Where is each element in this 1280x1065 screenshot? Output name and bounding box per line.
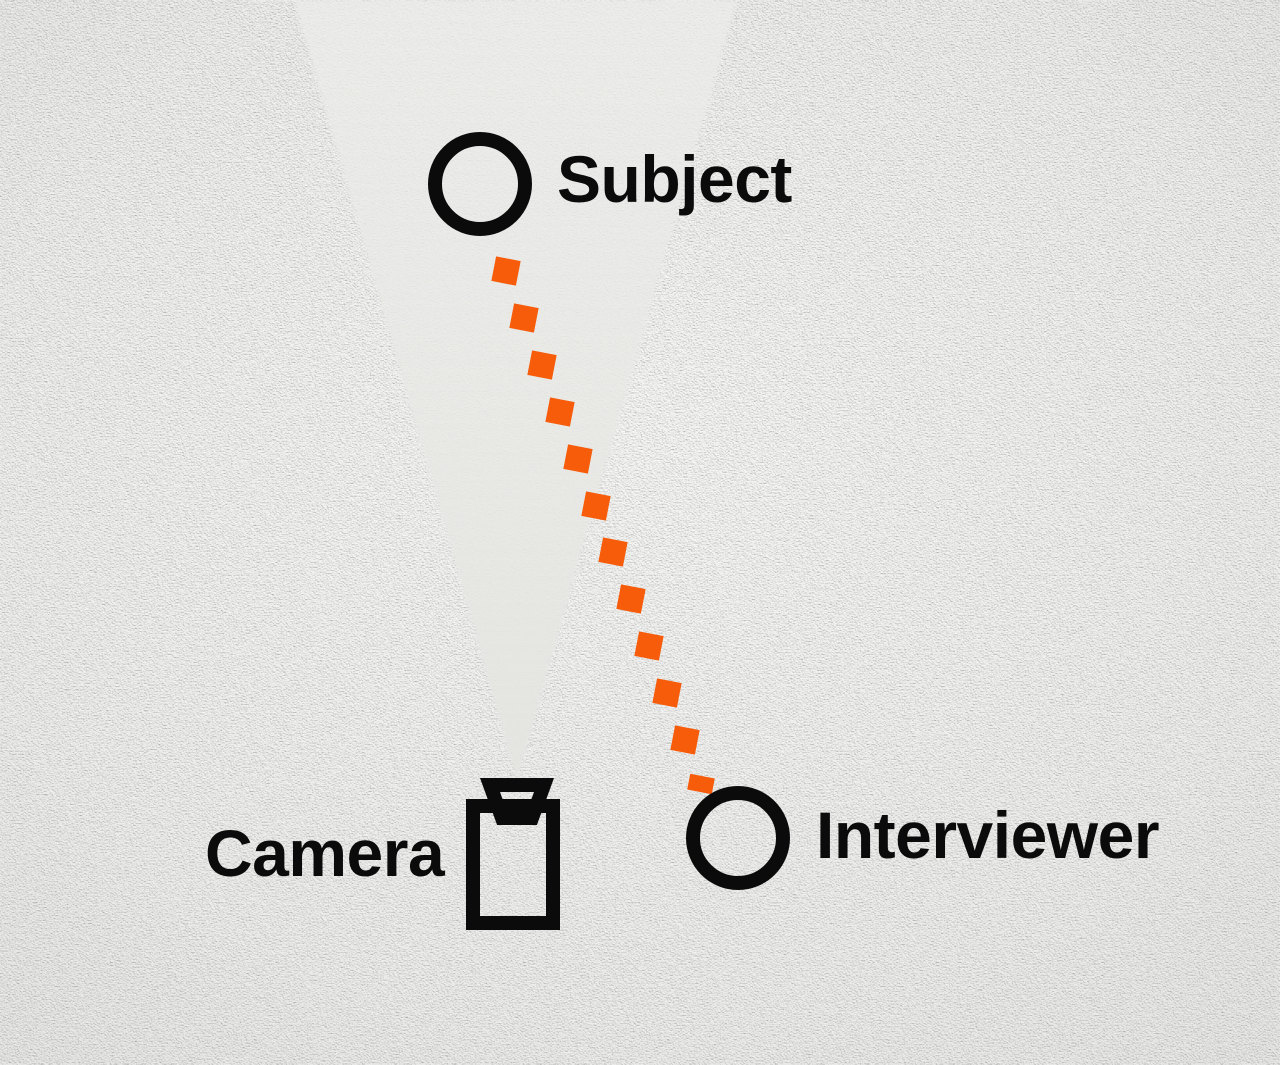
label-subject: Subject bbox=[557, 142, 792, 216]
circle-outline-icon-subject[interactable] bbox=[428, 132, 532, 236]
circle-outline-icon-interviewer[interactable] bbox=[686, 786, 790, 890]
eyeline-dashes bbox=[491, 256, 715, 795]
camera-icon[interactable] bbox=[466, 778, 560, 930]
label-camera: Camera bbox=[205, 816, 445, 890]
label-interviewer: Interviewer bbox=[816, 798, 1160, 872]
